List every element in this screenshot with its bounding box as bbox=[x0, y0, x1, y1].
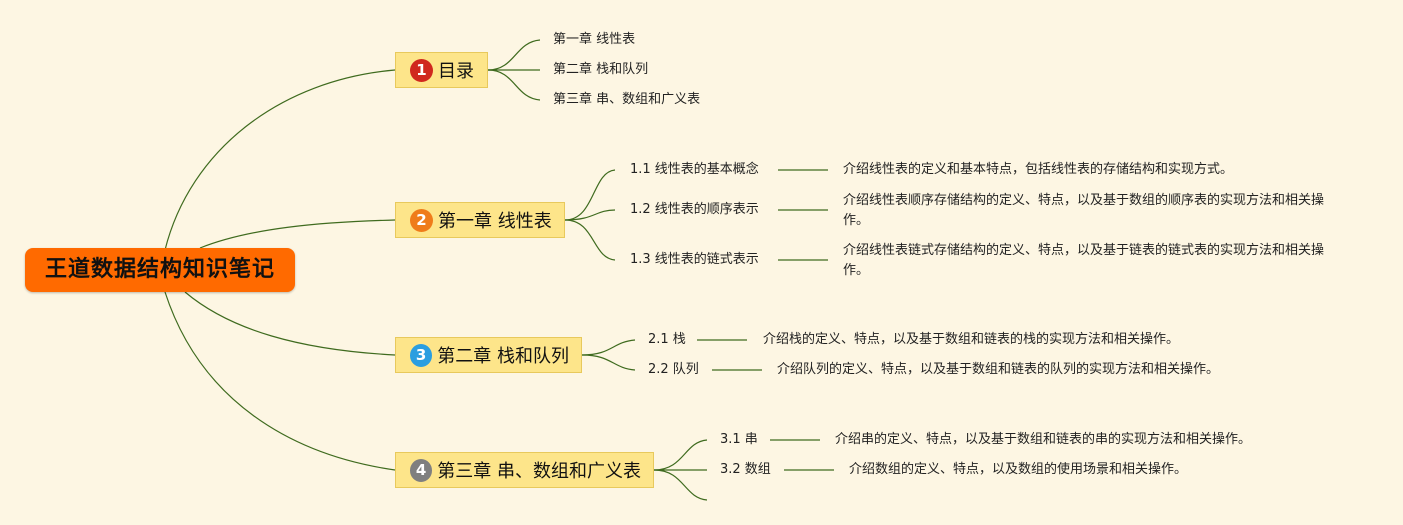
topic-3-2[interactable]: 3.2 数组 bbox=[720, 462, 771, 477]
desc-1-1[interactable]: 介绍线性表的定义和基本特点，包括线性表的存储结构和实现方式。 bbox=[843, 162, 1234, 177]
link-root-b4 bbox=[164, 291, 396, 471]
desc-1-2[interactable]: 介绍线性表顺序存储结构的定义、特点，以及基于数组的顺序表的实现方法和相关操作。 bbox=[843, 193, 1325, 228]
topic-toc-chapter2[interactable]: 第二章 栈和队列 bbox=[553, 62, 649, 77]
branch-chapter2[interactable]: 3 第二章 栈和队列 bbox=[395, 337, 582, 373]
link-root-b1 bbox=[164, 69, 396, 251]
topic-1-2[interactable]: 1.2 线性表的顺序表示 bbox=[630, 202, 759, 217]
branch-title: 第一章 线性表 bbox=[438, 211, 552, 232]
topic-1-3[interactable]: 1.3 线性表的链式表示 bbox=[630, 252, 759, 267]
link-b3-c1 bbox=[581, 339, 636, 356]
desc-1-3[interactable]: 介绍线性表链式存储结构的定义、特点，以及基于链表的链式表的实现方法和相关操作。 bbox=[843, 243, 1325, 278]
branch-title: 目录 bbox=[438, 61, 474, 82]
link-b1-c3 bbox=[487, 69, 541, 101]
desc-2-1[interactable]: 介绍栈的定义、特点，以及基于数组和链表的栈的实现方法和相关操作。 bbox=[763, 332, 1180, 347]
topic-2-2[interactable]: 2.2 队列 bbox=[648, 362, 699, 377]
branch-chapter3[interactable]: 4 第三章 串、数组和广义表 bbox=[395, 452, 654, 488]
link-b2-c3 bbox=[564, 219, 616, 261]
branch-toc[interactable]: 1 目录 bbox=[395, 52, 488, 88]
link-root-b2 bbox=[199, 219, 396, 249]
desc-2-2[interactable]: 介绍队列的定义、特点，以及基于数组和链表的队列的实现方法和相关操作。 bbox=[777, 362, 1220, 377]
link-b2-c2 bbox=[564, 209, 616, 221]
number-4-icon: 4 bbox=[410, 458, 433, 482]
link-b1-c1 bbox=[487, 39, 541, 71]
desc-3-2[interactable]: 介绍数组的定义、特点，以及数组的使用场景和相关操作。 bbox=[849, 462, 1188, 477]
branch-title: 第三章 串、数组和广义表 bbox=[437, 461, 641, 482]
topic-toc-chapter3[interactable]: 第三章 串、数组和广义表 bbox=[553, 92, 701, 107]
topic-2-1[interactable]: 2.1 栈 bbox=[648, 332, 686, 347]
link-b4-c1 bbox=[653, 439, 708, 471]
link-b4-c3 bbox=[653, 469, 708, 501]
link-b3-c2 bbox=[581, 354, 636, 371]
link-b2-c1 bbox=[564, 169, 616, 221]
topic-1-1[interactable]: 1.1 线性表的基本概念 bbox=[630, 162, 759, 177]
desc-3-1[interactable]: 介绍串的定义、特点，以及基于数组和链表的串的实现方法和相关操作。 bbox=[835, 432, 1252, 447]
branch-chapter1[interactable]: 2 第一章 线性表 bbox=[395, 202, 565, 238]
number-2-icon: 2 bbox=[410, 208, 433, 232]
root-topic[interactable]: 王道数据结构知识笔记 bbox=[25, 248, 295, 292]
link-root-b3 bbox=[184, 291, 396, 356]
number-1-icon: 1 bbox=[410, 58, 433, 82]
branch-title: 第二章 栈和队列 bbox=[437, 346, 569, 367]
number-3-icon: 3 bbox=[410, 343, 433, 367]
topic-3-1[interactable]: 3.1 串 bbox=[720, 432, 758, 447]
topic-toc-chapter1[interactable]: 第一章 线性表 bbox=[553, 32, 636, 47]
